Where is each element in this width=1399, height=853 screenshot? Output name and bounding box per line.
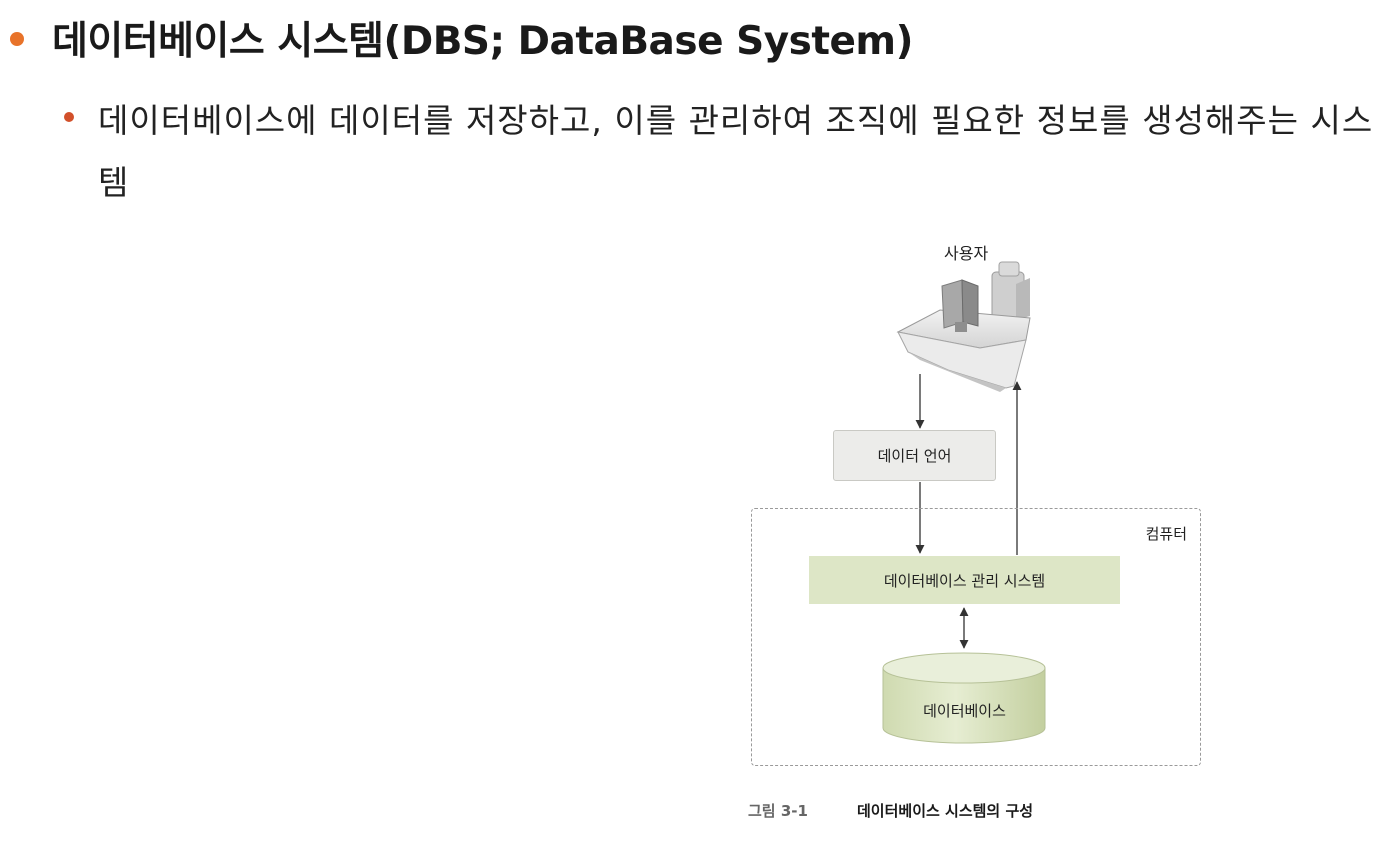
computer-boundary [751,508,1201,766]
database-label: 데이터베이스 [923,702,1006,720]
description-bullet [64,112,74,122]
figure-caption-number: 그림 3-1 [748,802,808,820]
definition-text: 데이터베이스에 데이터를 저장하고, 이를 관리하여 조직에 필요한 정보를 생… [98,101,1374,202]
dbms-box: 데이터베이스 관리 시스템 [809,556,1120,604]
data-language-box: 데이터 언어 [833,430,996,481]
user-workstation-icon [896,261,1031,392]
computer-label: 컴퓨터 [1145,525,1187,543]
dbms-label: 데이터베이스 관리 시스템 [883,571,1046,590]
user-label: 사용자 [944,244,989,263]
data-language-label: 데이터 언어 [877,447,952,465]
heading-bullet [10,32,24,46]
figure-caption-title: 데이터베이스 시스템의 구성 [857,802,1034,820]
page-title: 데이터베이스 시스템(DBS; DataBase System) [52,19,913,64]
